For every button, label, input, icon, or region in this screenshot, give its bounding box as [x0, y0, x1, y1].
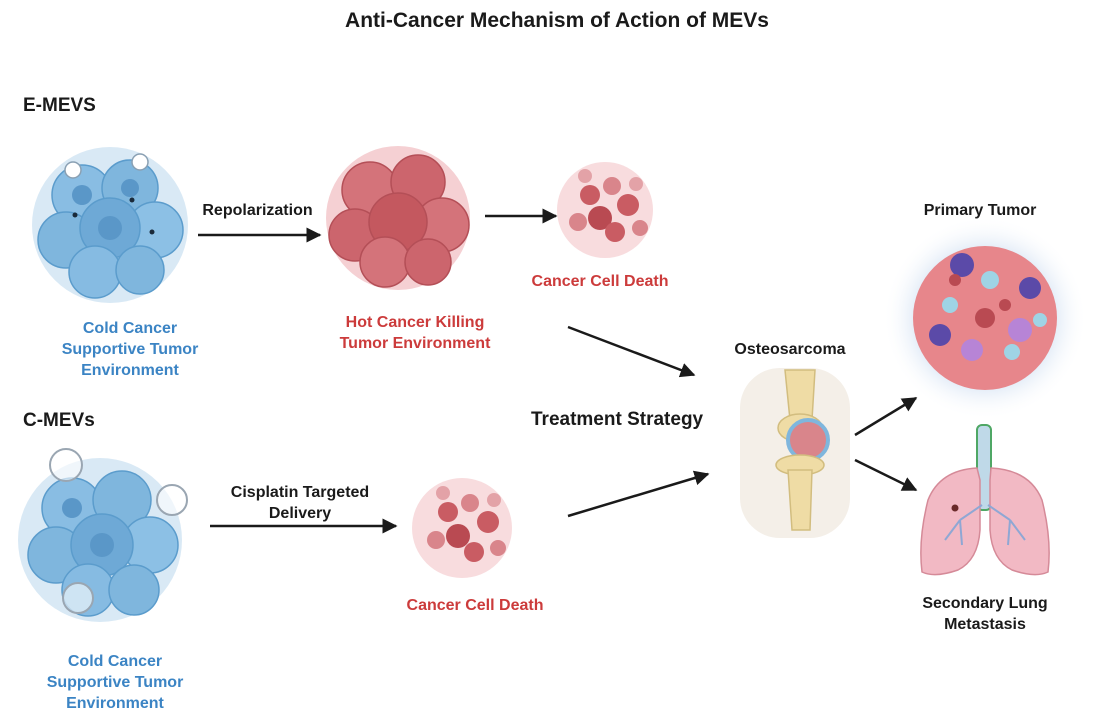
diagram-title: Anti-Cancer Mechanism of Action of MEVs: [345, 9, 769, 32]
primary-tumor-illustration: [883, 216, 1087, 420]
hot-tumor-cluster: [326, 146, 470, 290]
lung-illustration: [920, 424, 1050, 576]
section-label-c-mevs: C-MEVs: [23, 410, 95, 431]
arrow-to-lung-metastasis: [854, 458, 918, 492]
cold-tumor-cluster-bottom: [18, 448, 188, 622]
label-cancer-cell-death-bottom: Cancer Cell Death: [406, 597, 544, 614]
label-cisplatin-delivery: Cisplatin Targeted Delivery: [230, 484, 370, 522]
label-repolarization: Repolarization: [202, 202, 313, 219]
section-label-e-mevs: E-MEVS: [23, 95, 96, 116]
label-cancer-cell-death-top: Cancer Cell Death: [531, 273, 669, 290]
label-primary-tumor: Primary Tumor: [923, 202, 1037, 219]
cell-death-debris-top: [557, 162, 653, 258]
cell-death-debris-bottom: [412, 478, 512, 578]
label-secondary-lung-metastasis: Secondary Lung Metastasis: [922, 595, 1048, 633]
label-cold-tumor-top: Cold Cancer Supportive Tumor Environment: [61, 320, 199, 379]
arrow-bottom-to-osteosarcoma: [567, 470, 710, 518]
osteosarcoma-knee: [740, 368, 850, 538]
cold-tumor-cluster-top: [32, 147, 188, 303]
label-osteosarcoma: Osteosarcoma: [734, 341, 846, 358]
arrow-to-primary-tumor: [854, 396, 918, 437]
label-cold-tumor-bottom: Cold Cancer Supportive Tumor Environment: [46, 653, 184, 712]
label-hot-tumor: Hot Cancer Killing Tumor Environment: [339, 314, 491, 352]
label-treatment-strategy: Treatment Strategy: [531, 409, 704, 430]
arrow-top-to-osteosarcoma: [567, 325, 696, 378]
